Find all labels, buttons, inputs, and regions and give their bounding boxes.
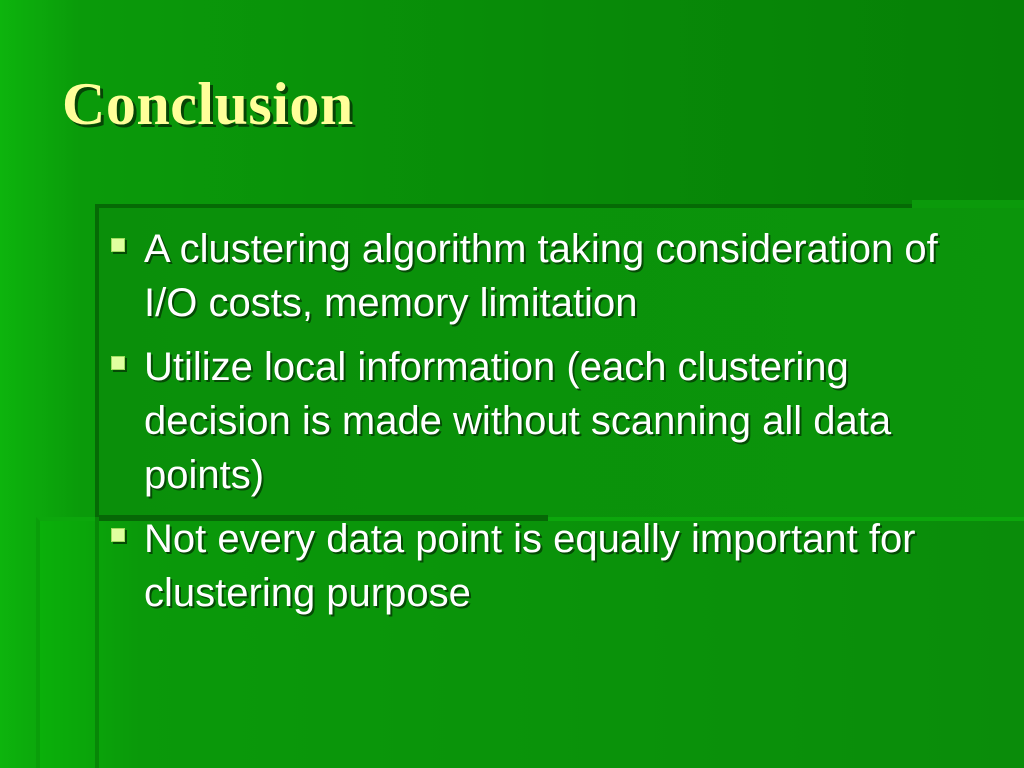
bullet-list: A clustering algorithm taking considerat… xyxy=(108,222,988,630)
bullet-text: Not every data point is equally importan… xyxy=(144,517,916,615)
decorative-panel-top xyxy=(95,204,1024,521)
bullet-text: A clustering algorithm taking considerat… xyxy=(144,227,938,325)
decorative-panel-edge xyxy=(95,517,99,768)
square-bullet-icon xyxy=(111,238,125,252)
bullet-item: A clustering algorithm taking considerat… xyxy=(108,222,988,330)
bullet-text: Utilize local information (each clusteri… xyxy=(144,345,892,497)
square-bullet-icon xyxy=(111,528,125,542)
bullet-item: Utilize local information (each clusteri… xyxy=(108,340,988,502)
decorative-panel-cap xyxy=(912,200,1024,208)
slide-title: Conclusion xyxy=(62,71,354,137)
decorative-panel-shadow xyxy=(95,515,548,521)
bullet-item: Not every data point is equally importan… xyxy=(108,512,988,620)
decorative-panel-bottom xyxy=(36,517,1024,768)
square-bullet-icon xyxy=(111,356,125,370)
